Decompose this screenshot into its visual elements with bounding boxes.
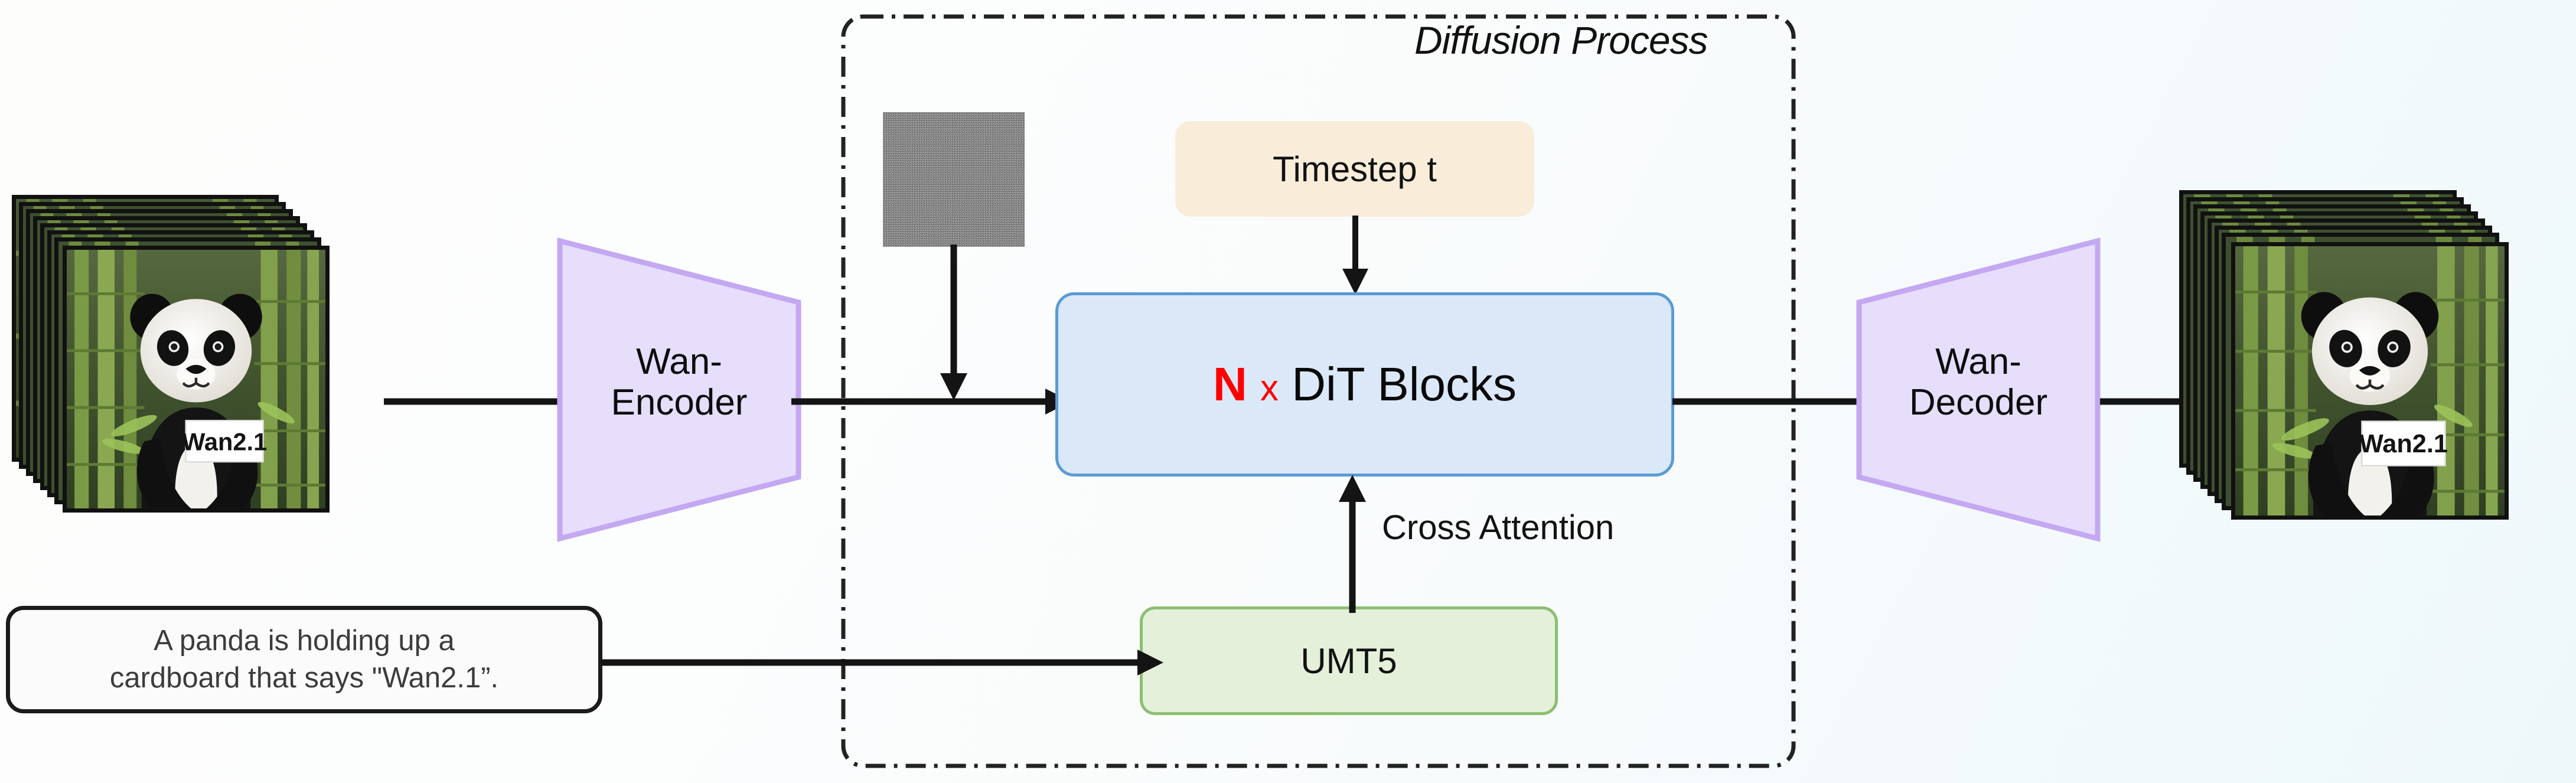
dit-blocks-text: DiT Blocks [1292,358,1517,410]
wan-decoder-label: Wan- Decoder [1909,341,2048,423]
wan-decoder-node[interactable] [1854,236,2102,543]
text-prompt-box[interactable]: A panda is holding up a cardboard that s… [6,606,602,713]
wan-encoder-label: Wan- Encoder [611,341,748,423]
noise-latent-patch [883,112,1025,247]
edge-umt5-to-dit-cross-attention [1339,475,1366,613]
video-frame-front: Wan2.1 [63,246,330,513]
timestep-node[interactable]: Timestep t [1175,121,1534,217]
timestep-label: Timestep t [1273,149,1437,189]
diffusion-process-container [841,14,1796,768]
input-video-frame-stack: Wan2.1 [12,195,390,573]
edge-prompt-to-umt5 [601,650,1163,676]
dit-repeat-count: N [1212,358,1247,410]
umt5-node[interactable]: UMT5 [1140,606,1558,715]
edge-noise-to-latent [940,244,967,400]
diffusion-process-title: Diffusion Process [1414,18,1708,62]
dit-multiply-sign: x [1260,368,1279,409]
dit-blocks-label: N x DiT Blocks [1213,357,1517,412]
cross-attention-label: Cross Attention [1382,508,1615,547]
prompt-line-1: A panda is holding up a [154,625,455,657]
wan-encoder-node[interactable] [555,236,803,543]
umt5-label: UMT5 [1300,641,1397,681]
edge-timestep-to-dit [1342,216,1368,295]
output-video-frame-stack: Wan2.1 [2179,190,2569,580]
dit-blocks-node[interactable]: N x DiT Blocks [1055,292,1674,477]
svg-text:Wan2.1: Wan2.1 [182,428,267,455]
svg-text:Wan2.1: Wan2.1 [2359,430,2448,458]
video-frame-front: Wan2.1 [2231,242,2509,520]
prompt-line-2: cardboard that says "Wan2.1”. [109,662,499,694]
